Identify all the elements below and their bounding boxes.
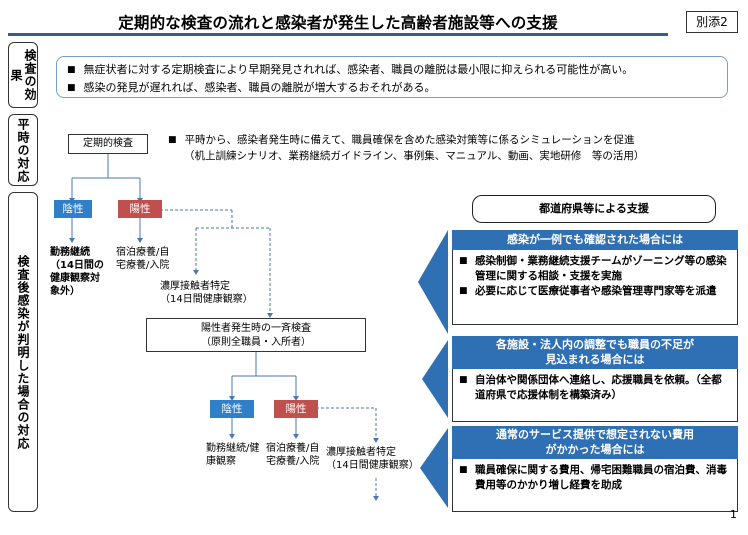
positive-label-2: 陽性 bbox=[274, 400, 318, 418]
section-label-effect: 検査の効果 bbox=[8, 42, 38, 108]
negative-label: 陰性 bbox=[54, 200, 92, 218]
normal-text: ■平時から、感染者発生時に備えて、職員確保を含めた感染対策等に係るシミュレーショ… bbox=[168, 134, 645, 162]
pos-result-1: 宿泊療養/自宅療養/入院 bbox=[116, 247, 170, 271]
pos-result-2: 宿泊療養/自宅療養/入院 bbox=[266, 443, 320, 467]
effect-bullet: ■無症状者に対する定期検査により早期発見されれば、感染者、職員の離脱は最小限に抑… bbox=[67, 63, 634, 76]
effect-bullet: ■感染の発見が遅れれば、感染者、職員の離脱が増大するおそれがある。 bbox=[67, 81, 436, 94]
mass-test-box: 陽性者発生時の一斉検査 （原則全職員・入所者） bbox=[146, 318, 366, 352]
support-panel-1: 感染が一例でも確認された場合には ■感染制御・業務継続支援チームがゾーニング等の… bbox=[452, 230, 738, 325]
panel-bullet: ■感染制御・業務継続支援チームがゾーニング等の感染管理に関する相談・支援を実施 bbox=[459, 255, 727, 282]
regular-test-box: 定期的検査 bbox=[68, 134, 148, 154]
negative-label-2: 陰性 bbox=[210, 400, 254, 418]
support-panel-2: 各施設・法人内の調整でも職員の不足が見込まれる場合には ■自治体や関係団体へ連絡… bbox=[452, 336, 738, 422]
panel-bullet: ■職員確保に関する費用、帰宅困難職員の宿泊費、消毒費用等のかかり増し経費を助成 bbox=[459, 464, 727, 491]
panel-bullet: ■自治体や関係団体へ連絡し、応援職員を依頼。（全都道府県で応援体制を構築済み） bbox=[459, 374, 722, 401]
positive-label: 陽性 bbox=[118, 200, 162, 218]
section-label-normal: 平時の対応 bbox=[8, 114, 38, 186]
neg-result-1: 勤務継続 （14日間の健康観察対象外） bbox=[50, 247, 104, 297]
support-title: 都道府県等による支援 bbox=[472, 195, 716, 223]
close-contact-2: 濃厚接触者特定 （14日間健康観察） bbox=[326, 447, 419, 471]
page-title: 定期的な検査の流れと感染者が発生した高齢者施設等への支援 bbox=[8, 10, 668, 36]
page-number: 1 bbox=[730, 508, 737, 521]
neg-result-2: 勤務継続/健康観察 bbox=[206, 443, 260, 467]
attachment-tag: 別添2 bbox=[686, 11, 738, 33]
section-label-after: 検査後感染が判明した場合の対応 bbox=[8, 192, 38, 512]
support-panel-3: 通常のサービス提供で想定されない費用がかかった場合には ■職員確保に関する費用、… bbox=[452, 426, 738, 512]
panel-bullet: ■必要に応じて医療従事者や感染管理専門家等を派遣 bbox=[459, 285, 717, 297]
effect-box: ■無症状者に対する定期検査により早期発見されれば、感染者、職員の離脱は最小限に抑… bbox=[56, 56, 728, 98]
close-contact-1: 濃厚接触者特定 （14日間健康観察） bbox=[160, 281, 253, 305]
